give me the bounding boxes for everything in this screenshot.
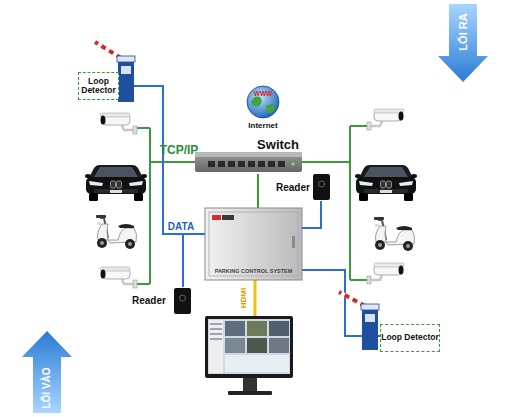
barriers <box>95 42 379 350</box>
monitor <box>209 320 223 373</box>
card-reader <box>174 288 191 314</box>
camera-wiring <box>349 126 351 280</box>
camera-wiring <box>137 127 150 129</box>
data-line-label: DATA <box>168 222 194 232</box>
node-text: PARKING CONTROL SYSTEM <box>215 268 293 274</box>
node-text: Loop Detector <box>79 77 118 96</box>
camera-symbol <box>367 263 404 284</box>
monitor <box>243 378 257 391</box>
network-switch <box>268 161 275 167</box>
node-text: Reader <box>276 182 310 193</box>
wire-connector <box>183 234 205 287</box>
camera-wiring <box>137 283 150 285</box>
wire-connector <box>257 174 259 208</box>
illustration <box>22 4 488 413</box>
entry-lane-label: LỐI VÀO <box>42 367 52 408</box>
node-text: Reader <box>132 295 166 306</box>
monitor <box>269 321 289 336</box>
protocol-label: TCP/IP <box>160 144 199 156</box>
monitor <box>210 323 222 325</box>
network-switch <box>292 163 295 166</box>
loop-detector-box: Loop Detector <box>78 72 119 100</box>
camera-symbol <box>367 109 404 130</box>
camera-wiring <box>137 126 367 284</box>
monitor <box>225 321 245 336</box>
camera-wiring <box>150 161 195 163</box>
monitor <box>208 319 290 374</box>
scooter-symbol <box>374 217 415 251</box>
card-reader <box>313 174 330 200</box>
network-switch <box>258 161 265 167</box>
network-switch <box>278 161 285 167</box>
globe-text: WWW <box>254 91 272 98</box>
internet-globe <box>251 97 262 107</box>
hdmi-label: HDMI <box>240 288 248 308</box>
network-switch <box>238 161 245 167</box>
card-reader <box>313 174 330 200</box>
camera-wiring <box>350 125 367 127</box>
camera-wiring <box>149 128 151 284</box>
switch-node: Switch <box>195 138 302 174</box>
reader-node: Reader <box>274 174 331 201</box>
monitor <box>210 333 222 335</box>
wire-connector <box>302 201 321 228</box>
card-reader <box>174 288 191 314</box>
scooter-symbol <box>96 215 137 249</box>
network-switch <box>195 152 302 157</box>
network-switch <box>195 152 302 172</box>
card-reader <box>319 181 325 187</box>
wire-connector <box>119 86 205 234</box>
control-cabinet-body <box>222 215 234 220</box>
internet-globe <box>266 104 276 113</box>
barrier-gate <box>361 304 379 350</box>
control-cabinet-body <box>205 208 302 280</box>
monitor <box>225 355 289 372</box>
network-switch <box>218 161 225 167</box>
monitor <box>269 338 289 353</box>
monitor <box>247 321 267 336</box>
exit-arrow <box>438 4 488 82</box>
internet-globe <box>247 86 279 118</box>
camera-symbol <box>100 113 137 134</box>
control-cabinet-body <box>205 208 302 280</box>
network-switch <box>228 161 235 167</box>
monitor <box>210 338 222 340</box>
network-switch <box>208 161 215 167</box>
monitor <box>247 338 267 353</box>
barrier-gate <box>95 42 121 58</box>
barrier-gate <box>117 56 135 102</box>
control-cabinet-body <box>212 215 221 220</box>
exit-lane-label: LỐI RA <box>458 13 469 50</box>
monitor <box>205 316 293 378</box>
card-reader <box>180 295 186 301</box>
loop-detector-box: Loop Detector <box>380 324 440 352</box>
node-text: Internet <box>248 121 277 130</box>
node-text: Loop Detector <box>381 333 439 342</box>
network-switch <box>195 152 302 172</box>
camera-wiring <box>350 279 367 281</box>
monitor <box>225 338 245 353</box>
control-cabinet-body <box>209 212 298 276</box>
connectors <box>119 86 380 336</box>
monitor <box>228 391 272 395</box>
camera-symbol <box>100 267 137 288</box>
internet-globe <box>247 86 279 118</box>
reader-node: Reader <box>130 287 192 314</box>
node-text: Switch <box>257 138 299 151</box>
car-symbol <box>85 165 147 201</box>
monitor <box>205 316 293 395</box>
control-cabinet: PARKING CONTROL SYSTEM <box>205 208 302 280</box>
hdmi-cable <box>254 280 257 316</box>
camera-wiring <box>302 161 350 163</box>
monitor <box>210 328 222 330</box>
barrier-gate <box>339 292 379 350</box>
control-cabinet-body <box>292 236 295 248</box>
car-symbol <box>355 165 417 201</box>
entry-arrow <box>22 331 72 413</box>
barrier-gate <box>95 42 121 58</box>
network-switch <box>248 161 255 167</box>
